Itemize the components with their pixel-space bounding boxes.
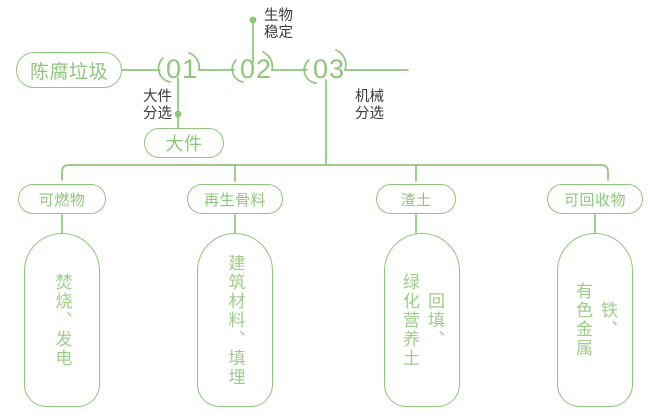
- arc-02-right: [262, 51, 308, 71]
- arc-02-left: [231, 59, 244, 83]
- outcome-box-1[interactable]: 焚烧、发电: [24, 233, 100, 407]
- note-step-02: 生物 稳定: [264, 8, 293, 41]
- pill-category-3[interactable]: 渣土: [376, 184, 456, 214]
- outcome-text-4b: 有色金属: [573, 282, 592, 358]
- pill-category-2[interactable]: 再生骨料: [187, 184, 283, 214]
- dot-01-branch: [174, 110, 182, 118]
- outcome-text-3b: 绿化营养土: [400, 272, 419, 368]
- arc-01-left: [157, 57, 171, 83]
- outcome-text-1: 焚烧、发电: [52, 272, 72, 368]
- note-step-01: 大件 分选: [143, 89, 172, 122]
- pill-branch-dajian[interactable]: 大件: [144, 128, 224, 158]
- step-number-01[interactable]: 01: [166, 54, 199, 84]
- note-step-03: 机械 分选: [355, 89, 384, 122]
- arc-03-right: [335, 49, 409, 71]
- outcome-text-3a: 回填、: [425, 291, 444, 349]
- pill-root[interactable]: 陈腐垃圾: [16, 52, 122, 88]
- pill-category-1[interactable]: 可燃物: [18, 184, 106, 214]
- wire-distribution-bar: [61, 164, 609, 181]
- dot-02-branch: [249, 16, 257, 24]
- outcome-text-2: 建筑材料、填埋: [225, 253, 245, 387]
- pill-category-4[interactable]: 可回收物: [547, 184, 643, 214]
- step-number-03[interactable]: 03: [313, 54, 346, 84]
- outcome-text-4a: 铁、: [598, 301, 617, 339]
- step-number-02[interactable]: 02: [240, 54, 273, 84]
- outcome-box-4[interactable]: 有色金属 铁、: [557, 233, 633, 407]
- arc-03-left: [303, 59, 317, 84]
- outcome-box-3[interactable]: 绿化营养土 回填、: [384, 233, 460, 407]
- arc-01-right: [188, 52, 235, 71]
- outcome-box-2[interactable]: 建筑材料、填埋: [197, 233, 273, 407]
